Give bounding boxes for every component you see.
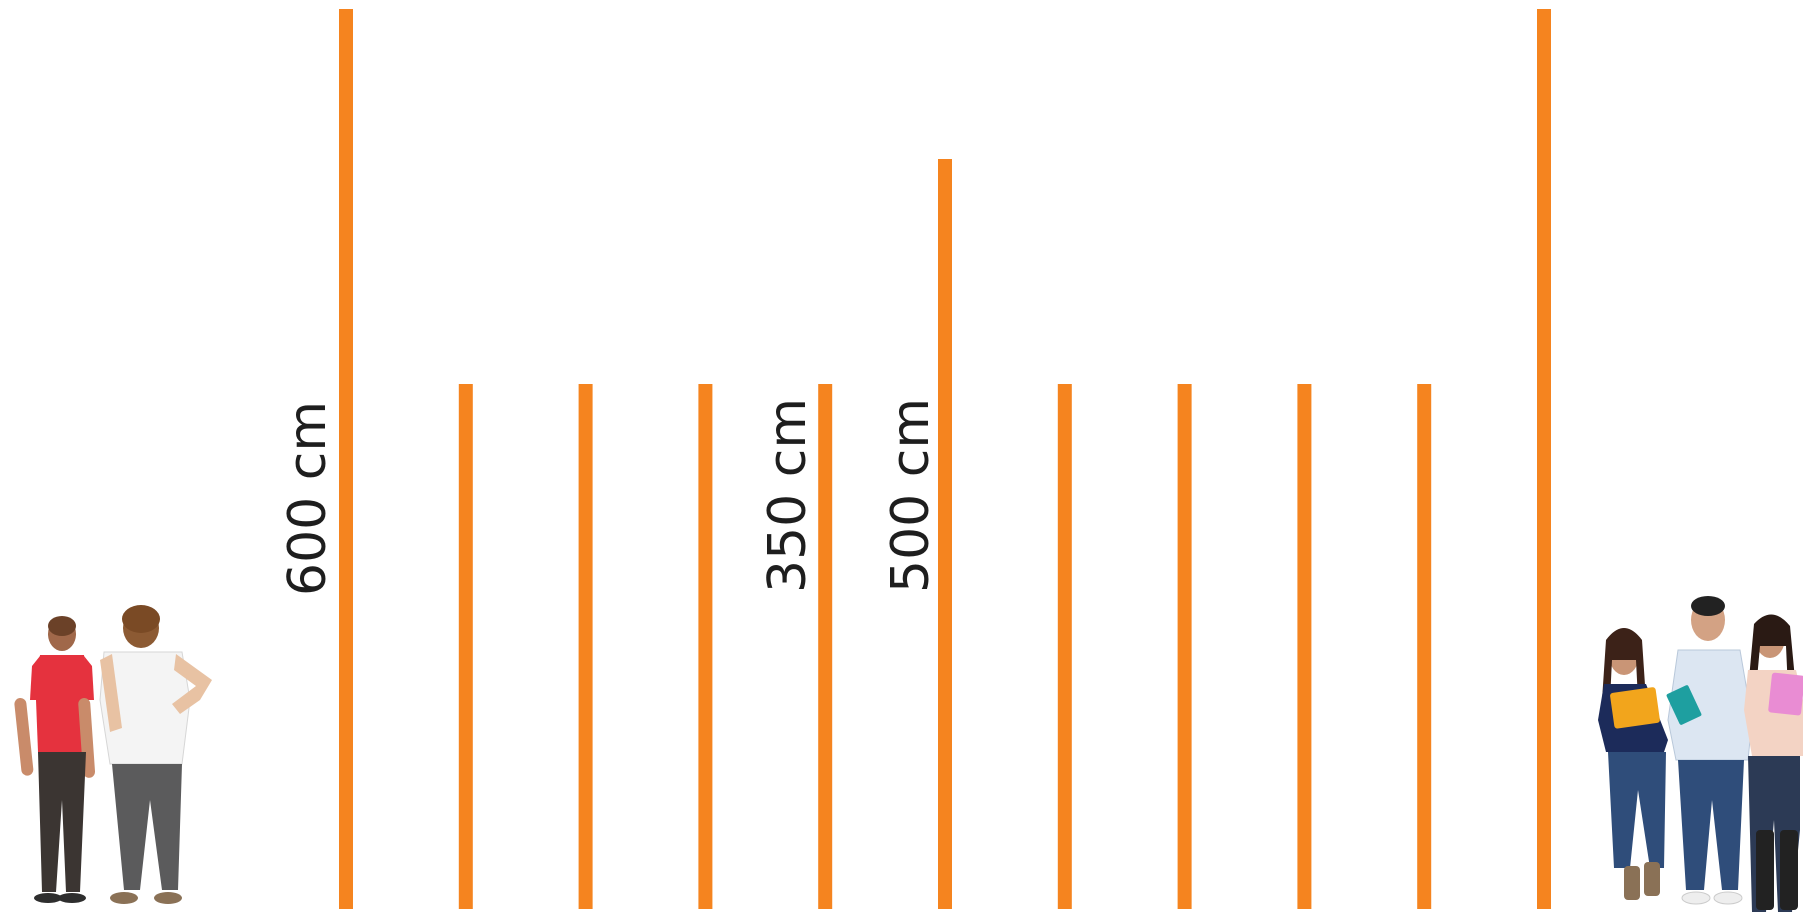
person-lightblue-shirt xyxy=(1666,596,1753,905)
pole-4-350cm xyxy=(698,384,713,909)
person-white-shirt xyxy=(99,605,212,904)
person-red-shirt xyxy=(14,616,96,903)
pole-8-350cm xyxy=(1177,384,1192,909)
right-people-group xyxy=(1598,596,1803,912)
pole-11-600cm xyxy=(1537,9,1551,909)
pole-10-350cm xyxy=(1417,384,1432,909)
pole-7-350cm xyxy=(1057,384,1072,909)
label-350-cm: 350 cm xyxy=(758,398,818,593)
person-navy-top xyxy=(1598,628,1668,900)
left-people-group xyxy=(14,605,212,904)
pole-1-600cm xyxy=(339,9,353,909)
pole-2-350cm xyxy=(458,384,473,909)
pole-6-500cm xyxy=(938,159,952,909)
person-pink-blouse xyxy=(1744,614,1803,912)
pole-5-350cm xyxy=(818,384,833,909)
pole-9-350cm xyxy=(1297,384,1312,909)
label-500-cm: 500 cm xyxy=(881,398,941,593)
pole-3-350cm xyxy=(578,384,593,909)
poles xyxy=(339,9,1551,909)
label-600-cm: 600 cm xyxy=(278,401,338,596)
